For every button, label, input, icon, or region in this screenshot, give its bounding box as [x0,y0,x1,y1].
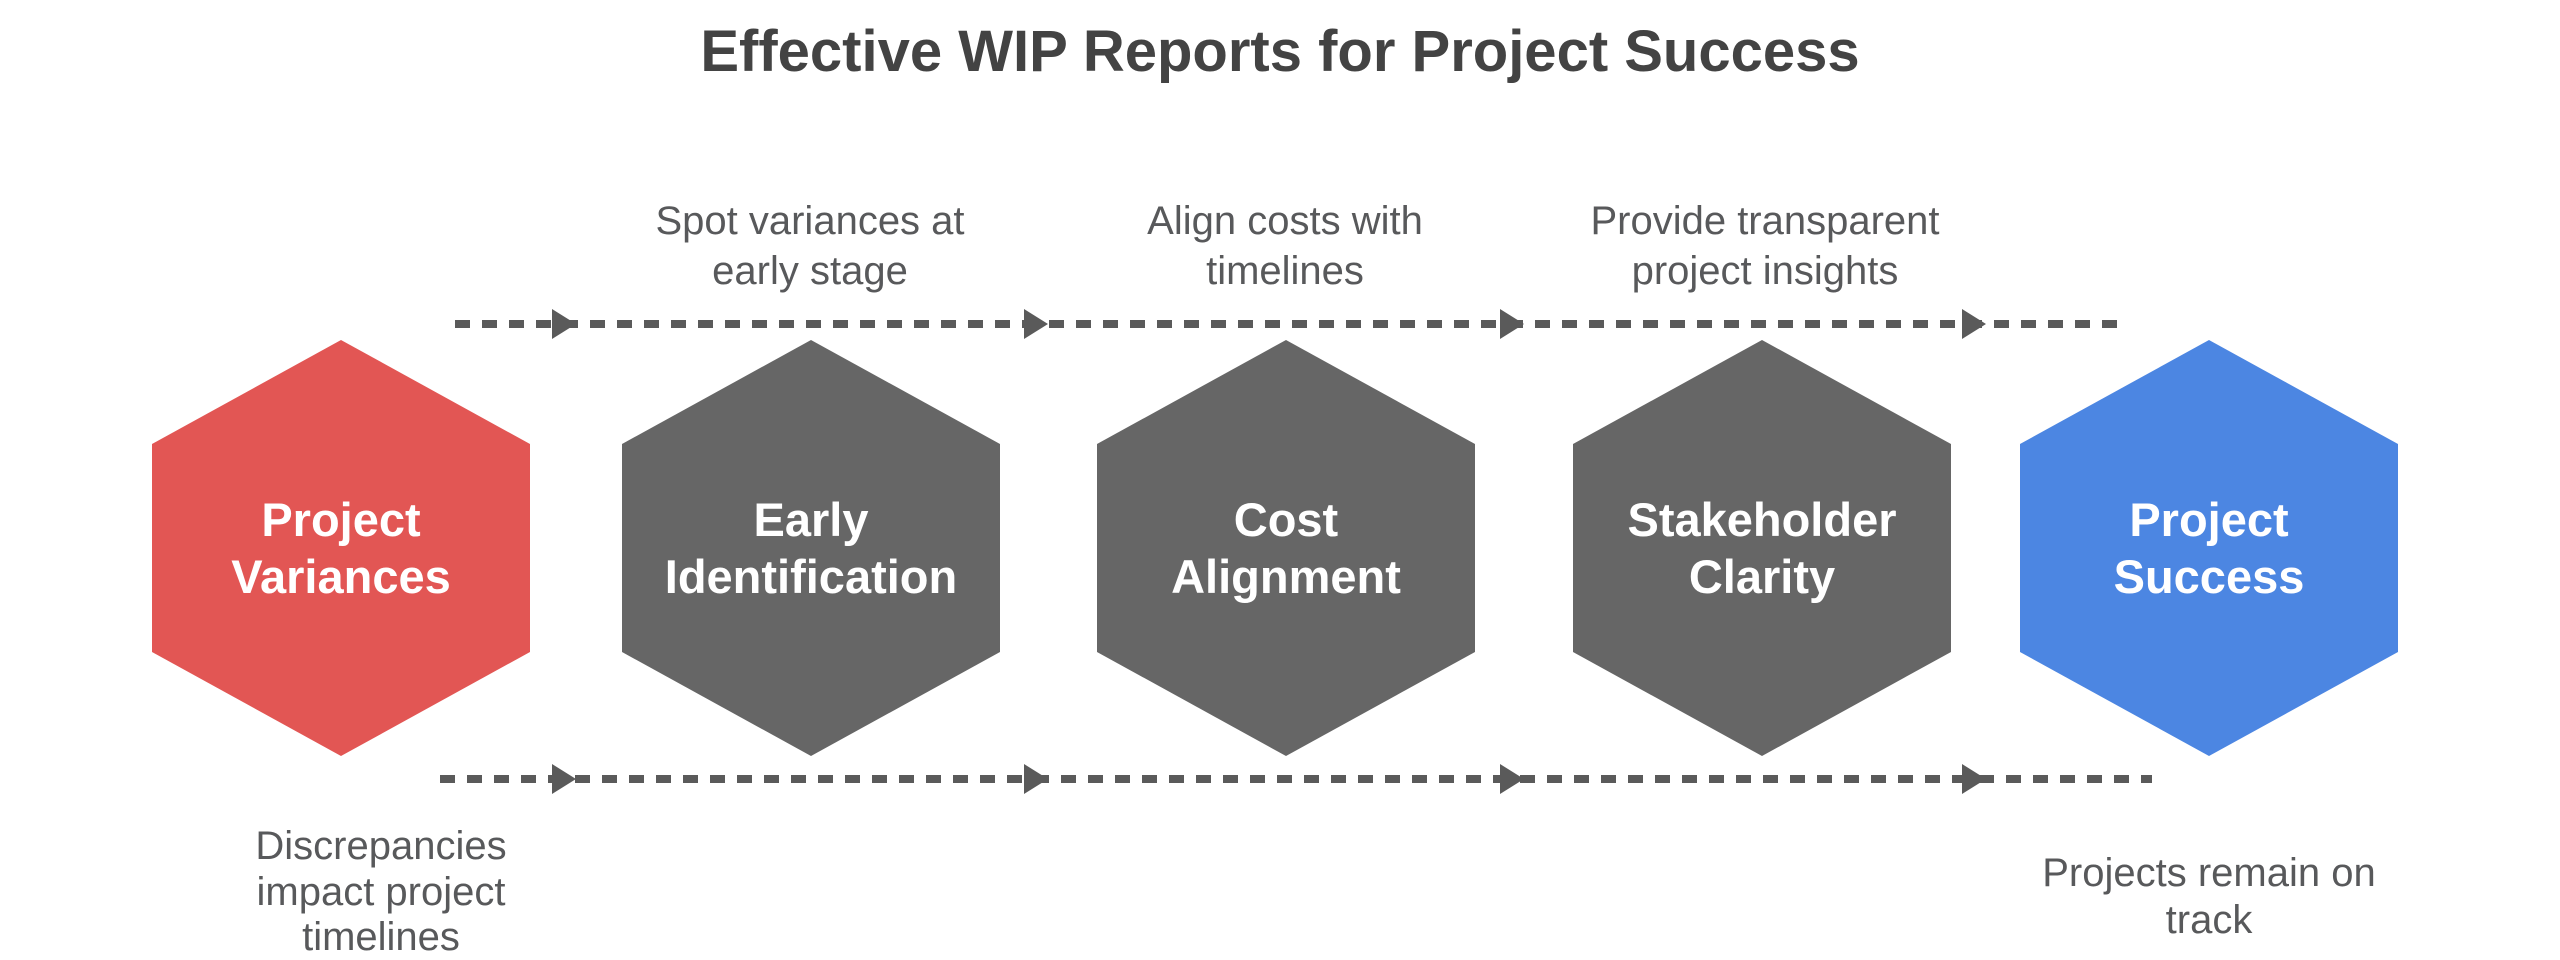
hex-node-early-identification: Early Identification [622,340,1000,756]
annotation-align-costs: Align costs with timelines [1147,199,1423,293]
annotation-discrepancies-impact: Discrepancies impact project timelines [255,824,507,960]
arrow-right-icon [552,309,576,339]
hex-node-project-variances: Project Variances [152,340,530,756]
hex-node-label: Project Variances [231,492,451,603]
hex-node-stakeholder-clarity: Stakeholder Clarity [1573,340,1951,756]
page-title: Effective WIP Reports for Project Succes… [700,19,1860,84]
top-connector-line [455,320,2120,328]
arrow-right-icon [1500,764,1524,794]
hex-node-cost-alignment: Cost Alignment [1097,340,1475,756]
hex-node-project-success: Project Success [2020,340,2398,756]
arrow-right-icon [1024,764,1048,794]
arrow-right-icon [1500,309,1524,339]
hex-node-label: Stakeholder Clarity [1627,492,1897,603]
arrow-right-icon [1962,309,1986,339]
annotation-transparent-insights: Provide transparent project insights [1590,199,1940,293]
annotation-projects-on-track: Projects remain on track [2042,851,2376,943]
hex-node-label: Cost Alignment [1171,492,1401,603]
hex-node-label: Project Success [2113,492,2305,603]
arrow-right-icon [552,764,576,794]
annotation-spot-variances: Spot variances at early stage [655,199,965,293]
arrow-right-icon [1962,764,1986,794]
arrow-right-icon [1024,309,1048,339]
hex-node-label: Early Identification [664,492,958,603]
bottom-connector-line [440,775,2152,783]
